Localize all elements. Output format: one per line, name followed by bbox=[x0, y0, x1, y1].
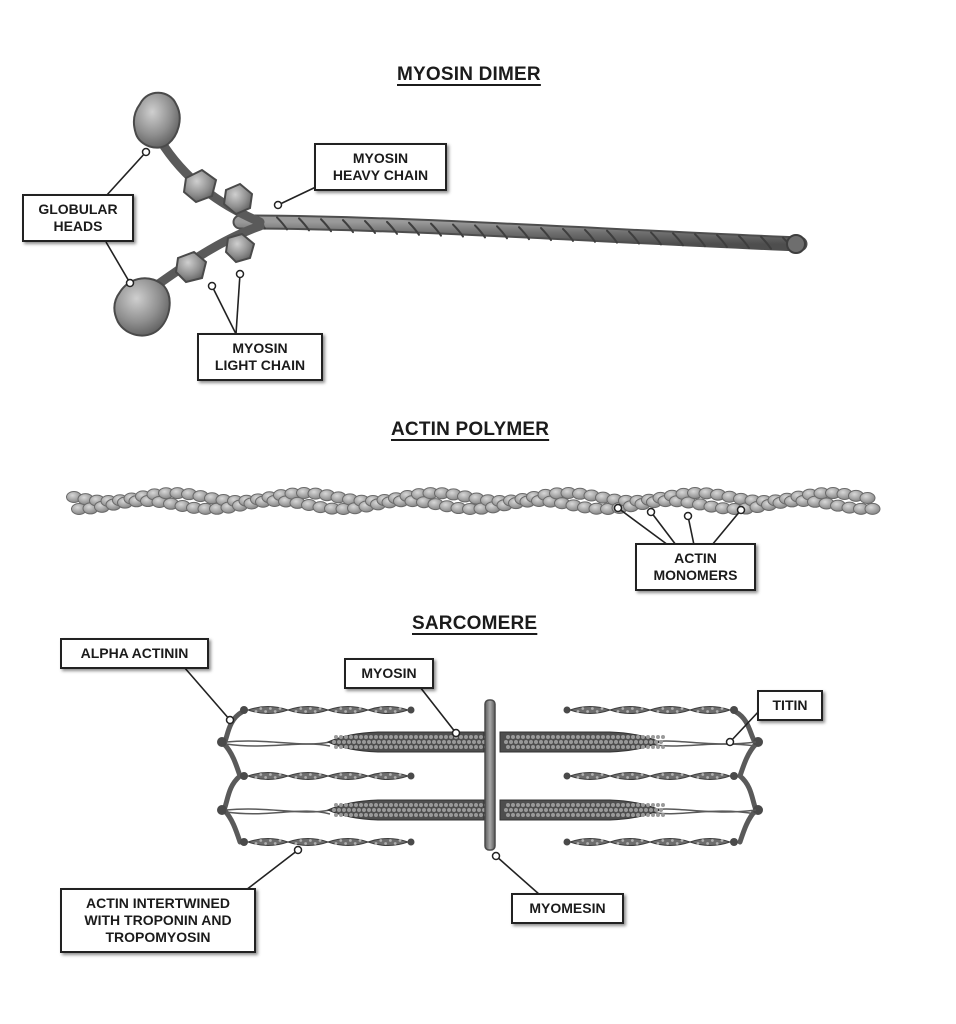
myosin-dimer-title: MYOSIN DIMER bbox=[397, 64, 541, 85]
m-line-rod bbox=[484, 699, 496, 851]
globular-heads-label: GLOBULAR HEADS bbox=[22, 194, 134, 242]
myosin-thick-filaments bbox=[326, 731, 665, 821]
sarcomere-illustration bbox=[217, 699, 763, 851]
light-chain-blocks bbox=[174, 168, 256, 284]
myosin-dimer-illustration bbox=[113, 91, 808, 337]
myosin-light-chain-label: MYOSIN LIGHT CHAIN bbox=[197, 333, 323, 381]
actin-intertwined-label: ACTIN INTERTWINED WITH TROPONIN AND TROP… bbox=[60, 888, 256, 953]
z-disc-right bbox=[733, 709, 760, 845]
globular-head-shapes bbox=[113, 91, 181, 337]
z-disc-left bbox=[220, 709, 245, 845]
myosin-label: MYOSIN bbox=[344, 658, 434, 689]
leader-dots bbox=[125, 147, 746, 861]
myomesin-label: MYOMESIN bbox=[511, 893, 624, 924]
myosin-tail bbox=[232, 214, 808, 254]
actin-thin-filaments bbox=[246, 706, 732, 846]
titin-label: TITIN bbox=[757, 690, 823, 721]
actin-polymer-illustration bbox=[66, 487, 881, 515]
actin-monomers-label: ACTIN MONOMERS bbox=[635, 543, 756, 591]
myosin-heavy-chain-label: MYOSIN HEAVY CHAIN bbox=[314, 143, 447, 191]
leader-lines bbox=[105, 151, 761, 896]
alpha-actinin-label: ALPHA ACTININ bbox=[60, 638, 209, 669]
sarcomere-title: SARCOMERE bbox=[412, 613, 538, 634]
actin-polymer-title: ACTIN POLYMER bbox=[391, 419, 550, 440]
